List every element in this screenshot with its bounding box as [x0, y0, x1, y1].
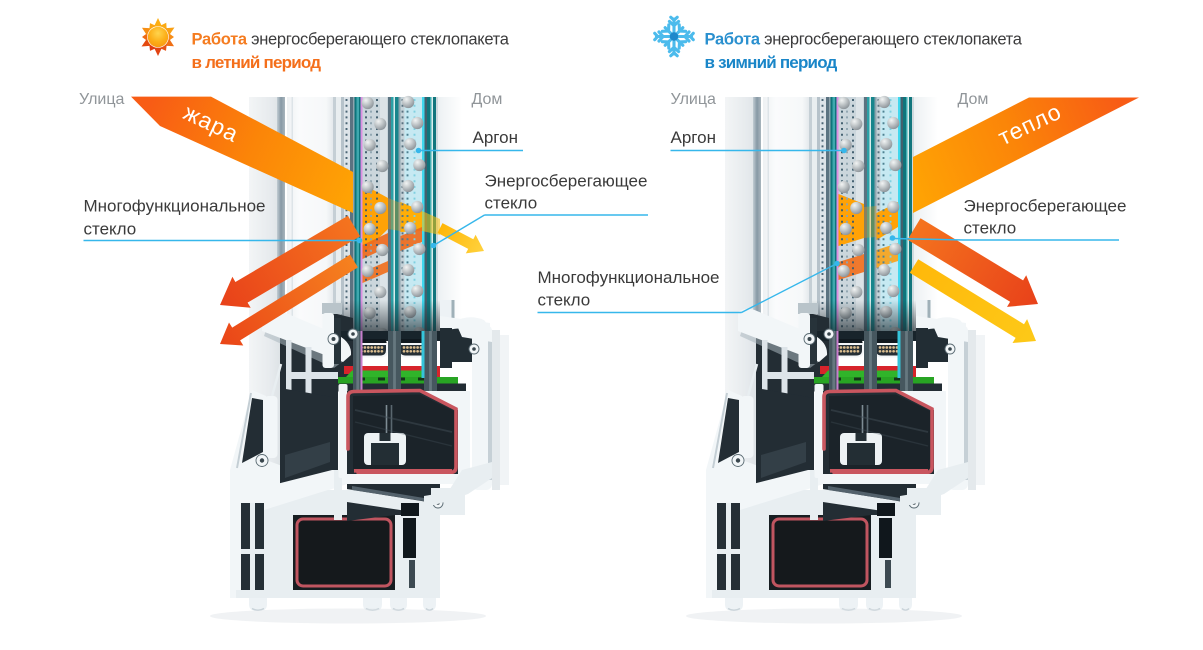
- svg-text:в зимний период: в зимний период: [705, 53, 838, 72]
- svg-text:стекло: стекло: [538, 291, 591, 310]
- svg-text:Улица: Улица: [79, 91, 125, 108]
- svg-text:Улица: Улица: [671, 91, 717, 108]
- svg-text:стекло: стекло: [485, 194, 538, 213]
- svg-text:Энергосберегающее: Энергосберегающее: [964, 197, 1127, 216]
- svg-text:Работа энергосберегающего стек: Работа энергосберегающего стеклопакета: [705, 31, 1023, 49]
- svg-text:Аргон: Аргон: [671, 128, 716, 147]
- svg-text:Аргон: Аргон: [473, 128, 518, 147]
- svg-text:Дом: Дом: [958, 91, 989, 108]
- svg-text:в летний период: в летний период: [192, 53, 322, 72]
- svg-text:Дом: Дом: [472, 91, 503, 108]
- svg-text:Работа энергосберегающего стек: Работа энергосберегающего стеклопакета: [192, 31, 510, 49]
- svg-text:Многофункциональное: Многофункциональное: [84, 197, 266, 216]
- svg-text:Многофункциональное: Многофункциональное: [538, 268, 720, 287]
- svg-text:стекло: стекло: [964, 219, 1017, 238]
- svg-text:Энергосберегающее: Энергосберегающее: [485, 172, 648, 191]
- svg-text:стекло: стекло: [84, 220, 137, 239]
